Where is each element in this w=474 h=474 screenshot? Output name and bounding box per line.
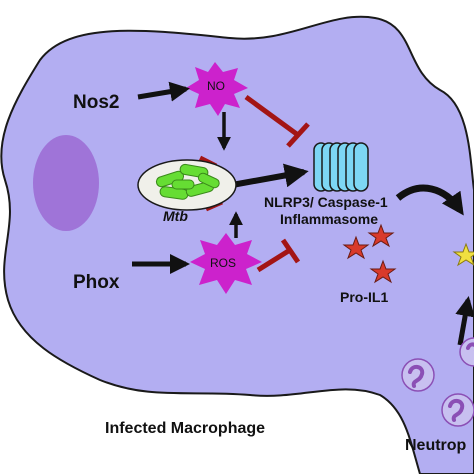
mtb-bacteria	[155, 163, 220, 200]
inflammasome-to-neutrophil-arrow	[395, 184, 464, 216]
ros-label: ROS	[210, 256, 237, 270]
pro-il1-label: Pro-IL1	[340, 289, 389, 305]
no-burst	[186, 62, 248, 116]
inflammasome-label-line2: Inflammasome	[280, 211, 379, 227]
no-inhibits-inflammasome-bar	[286, 122, 310, 148]
mtb-label: Mtb	[163, 208, 188, 224]
inflammasome-label-line1: NLRP3/ Caspase-1	[264, 194, 388, 210]
ros-inhibits-inflammasome	[256, 247, 292, 273]
pro-il1-stars	[342, 223, 397, 284]
inflammasome	[313, 142, 369, 192]
neutrophils-label: Neutrop	[405, 437, 467, 454]
neutrophils	[401, 337, 474, 427]
no-inhibits-inflammasome	[244, 94, 300, 138]
il1-yellow-star	[452, 242, 474, 267]
nucleus	[33, 135, 99, 231]
phox-label: Phox	[73, 272, 120, 293]
neutrophil-up-arrow	[455, 296, 474, 346]
ros-burst	[190, 233, 262, 294]
infected-macrophage-label: Infected Macrophage	[105, 420, 266, 437]
nos2-to-no-arrow	[137, 81, 190, 102]
ros-inhibits-inflammasome-bar	[280, 238, 301, 264]
mtb-to-inflammasome-arrow	[231, 163, 309, 188]
nos2-label: Nos2	[73, 92, 120, 113]
no-label: NO	[207, 79, 225, 93]
